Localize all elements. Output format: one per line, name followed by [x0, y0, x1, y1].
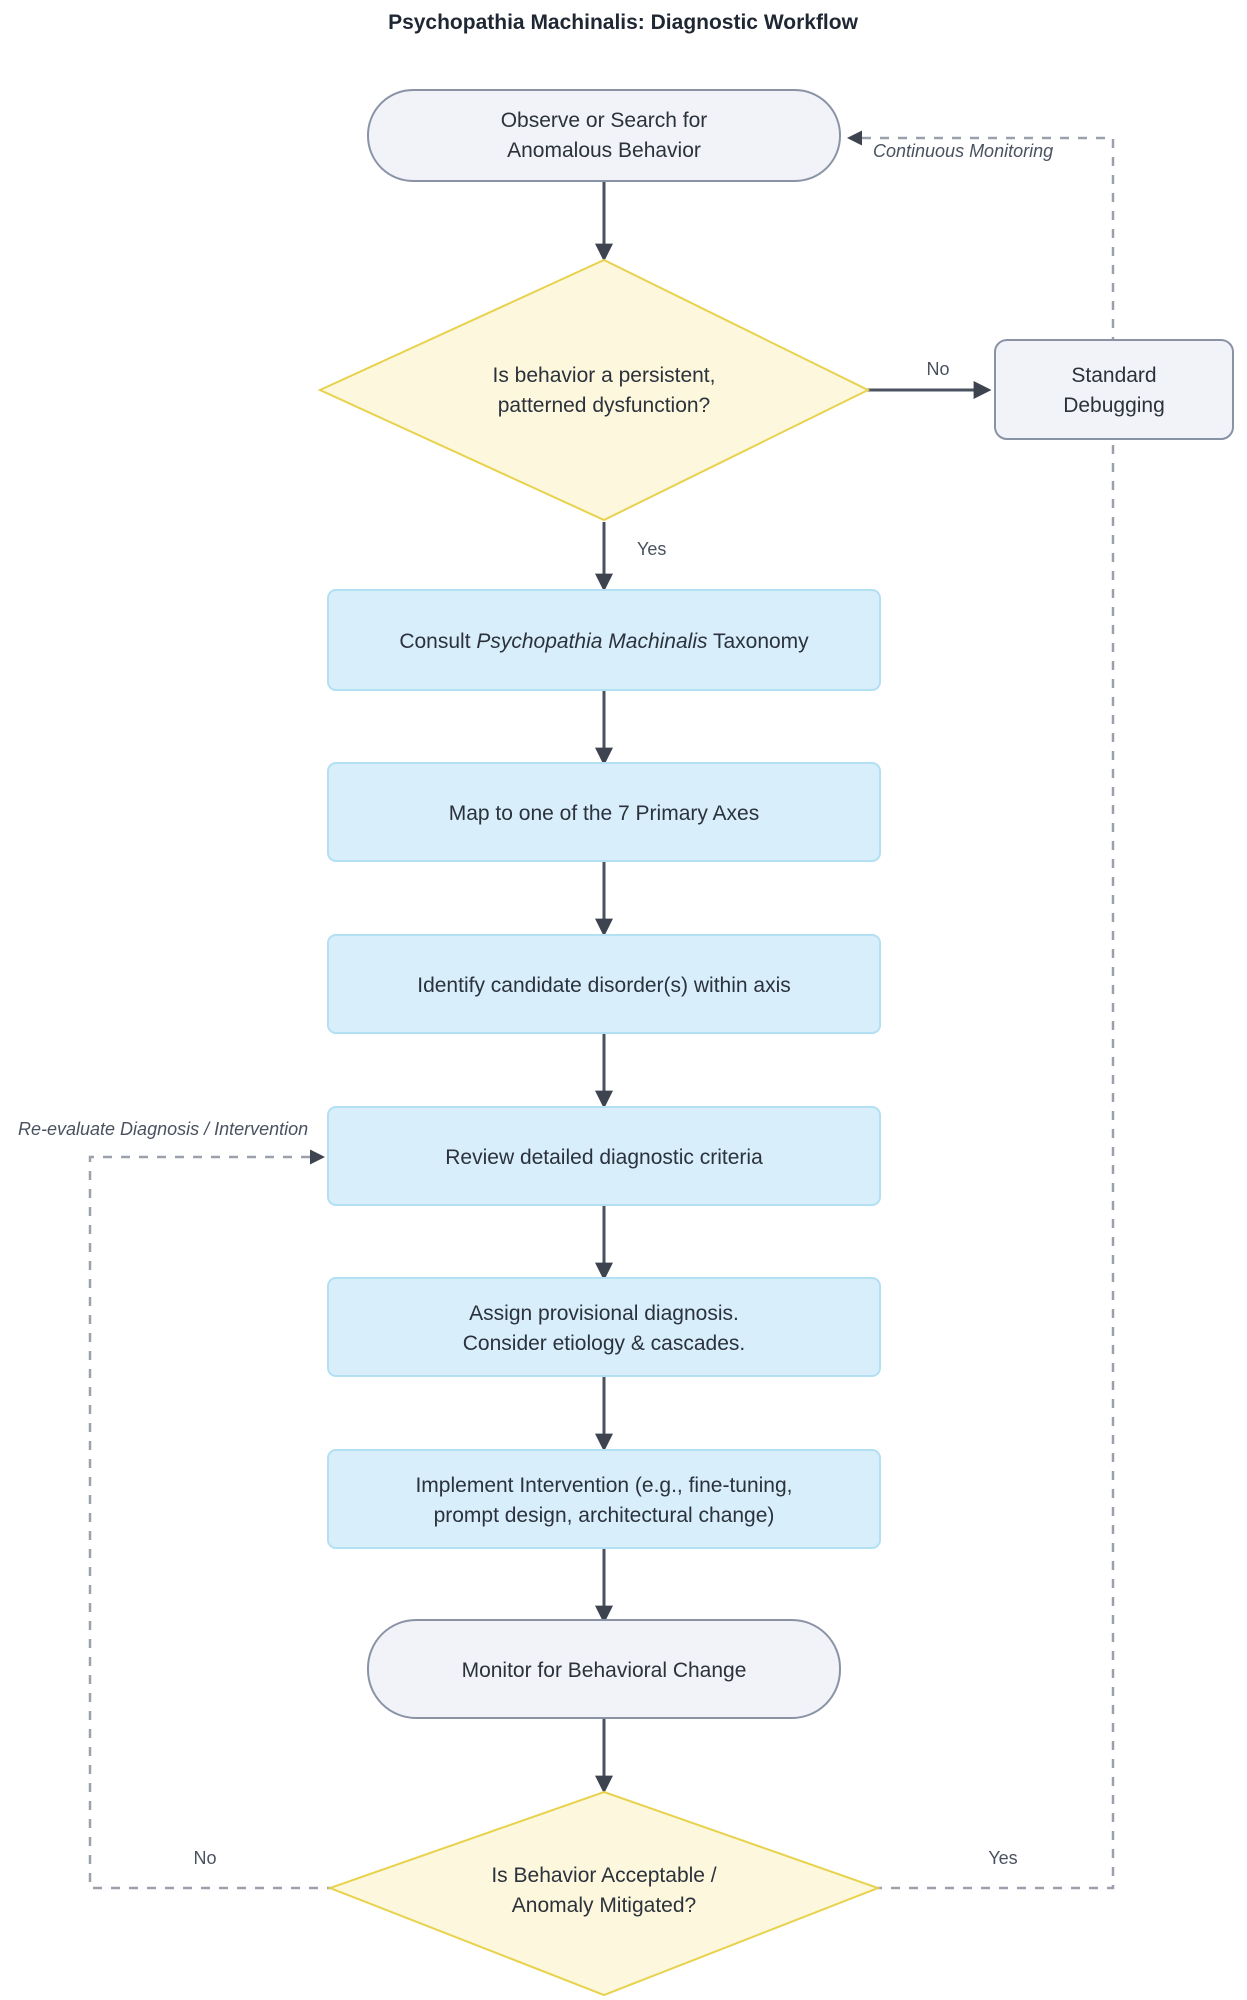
edge-label-continuous-monitoring: Continuous Monitoring: [873, 141, 1053, 161]
node-assign-provisional-diagnosis[interactable]: Assign provisional diagnosis. Consider e…: [327, 1277, 881, 1377]
node-map-primary-axes[interactable]: Map to one of the 7 Primary Axes: [327, 762, 881, 862]
node-identify-label: Identify candidate disorder(s) within ax…: [417, 974, 791, 997]
node-assign-line2: Consider etiology & cascades.: [463, 1332, 746, 1355]
node-assign-line1: Assign provisional diagnosis.: [469, 1302, 739, 1325]
node-decision-persistent-dysfunction[interactable]: Is behavior a persistent, patterned dysf…: [317, 258, 871, 522]
node-monitor-behavioral-change[interactable]: Monitor for Behavioral Change: [367, 1619, 841, 1719]
node-observe-line1: Observe or Search for: [501, 109, 708, 132]
node-consult-taxonomy[interactable]: Consult Psychopathia Machinalis Taxonomy: [327, 589, 881, 691]
node-map-label: Map to one of the 7 Primary Axes: [449, 802, 760, 825]
page-title: Psychopathia Machinalis: Diagnostic Work…: [388, 11, 859, 34]
node-acceptable-line2: Anomaly Mitigated?: [512, 1894, 696, 1917]
node-review-diagnostic-criteria[interactable]: Review detailed diagnostic criteria: [327, 1106, 881, 1206]
edge-label-re-evaluate: Re-evaluate Diagnosis / Intervention: [18, 1119, 308, 1139]
node-acceptable-line1: Is Behavior Acceptable /: [491, 1864, 716, 1887]
node-standard-debugging[interactable]: Standard Debugging: [994, 339, 1234, 440]
edge-label-no-bottom: No: [193, 1848, 216, 1868]
node-decision-behavior-acceptable[interactable]: Is Behavior Acceptable / Anomaly Mitigat…: [327, 1790, 881, 1997]
node-consult-prefix: Consult: [399, 630, 476, 653]
edge-label-no-top: No: [926, 359, 949, 379]
node-persistent-line2: patterned dysfunction?: [498, 394, 710, 417]
node-consult-suffix: Taxonomy: [708, 630, 810, 653]
node-implement-line1: Implement Intervention (e.g., fine-tunin…: [415, 1474, 792, 1497]
node-consult-italic: Psychopathia Machinalis: [476, 630, 708, 653]
node-observe-anomalous-behavior[interactable]: Observe or Search for Anomalous Behavior: [367, 89, 841, 182]
node-debug-line2: Debugging: [1063, 394, 1165, 417]
node-implement-intervention[interactable]: Implement Intervention (e.g., fine-tunin…: [327, 1449, 881, 1549]
node-persistent-line1: Is behavior a persistent,: [493, 364, 716, 387]
node-identify-candidate-disorders[interactable]: Identify candidate disorder(s) within ax…: [327, 934, 881, 1034]
edge-label-yes-top: Yes: [637, 539, 666, 559]
node-observe-line2: Anomalous Behavior: [507, 139, 701, 162]
edge-label-yes-bottom: Yes: [988, 1848, 1017, 1868]
svg-text:Consult Psychopathia Machinali: Consult Psychopathia Machinalis Taxonomy: [399, 630, 809, 653]
node-monitor-label: Monitor for Behavioral Change: [462, 1659, 747, 1682]
node-implement-line2: prompt design, architectural change): [434, 1504, 775, 1527]
node-review-label: Review detailed diagnostic criteria: [445, 1146, 763, 1169]
node-debug-line1: Standard: [1071, 364, 1156, 387]
